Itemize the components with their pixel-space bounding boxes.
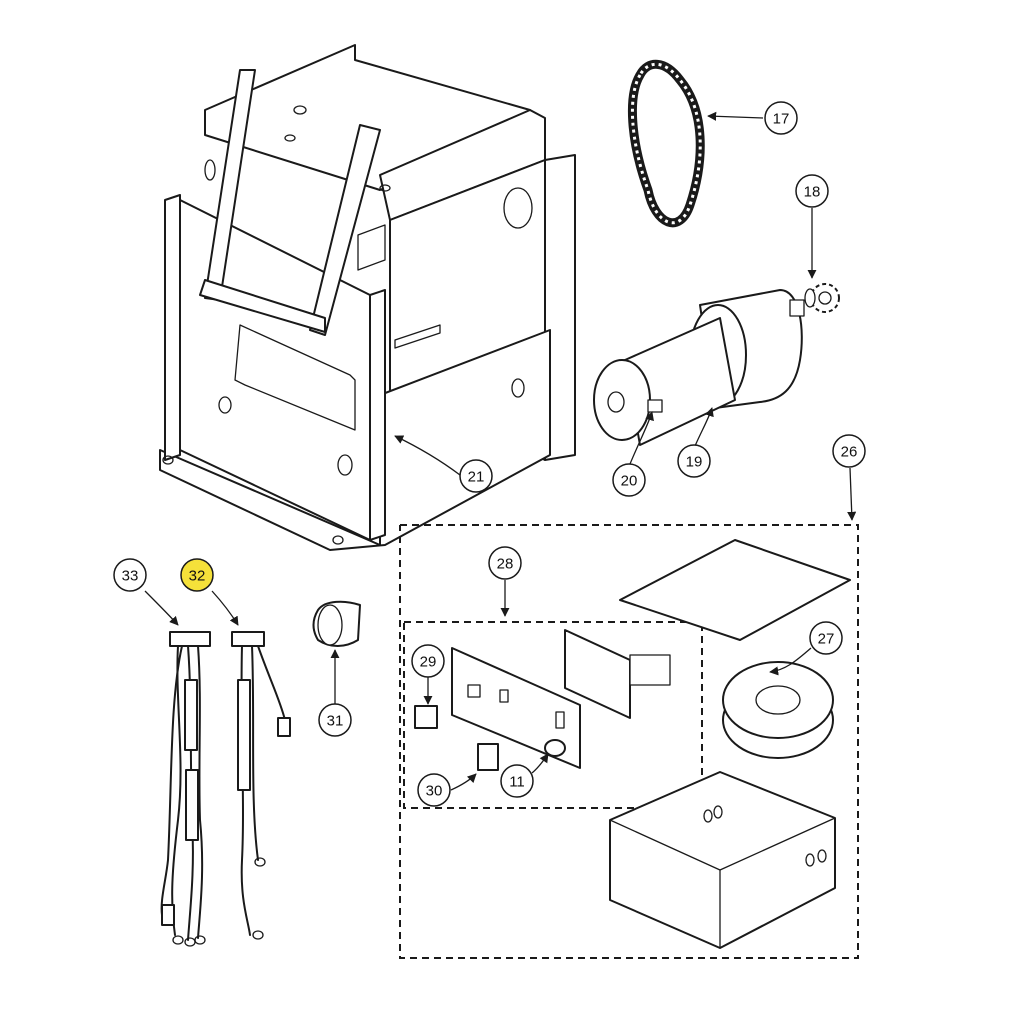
callout-label: 29 [420, 654, 437, 671]
callout-label: 27 [818, 631, 835, 648]
mounting-bracket [312, 600, 361, 647]
callout-label: 28 [497, 556, 514, 573]
callout-label: 26 [841, 444, 858, 461]
callout-label: 11 [509, 774, 525, 791]
callout-27[interactable]: 27 [809, 621, 843, 655]
callout-28[interactable]: 28 [488, 546, 522, 580]
callout-label: 20 [621, 473, 638, 490]
callout-26[interactable]: 26 [832, 434, 866, 468]
callout-29[interactable]: 29 [411, 644, 445, 678]
callout-label: 32 [189, 568, 206, 585]
callout-19[interactable]: 19 [677, 444, 711, 478]
callout-label: 30 [426, 783, 443, 800]
leader-lines [144, 111, 857, 791]
wire-harness-32 [231, 631, 291, 940]
gear-motor [593, 289, 805, 446]
control-box-assembly [399, 524, 859, 959]
callout-21[interactable]: 21 [459, 459, 493, 493]
callout-31[interactable]: 31 [318, 703, 352, 737]
callout-18[interactable]: 18 [795, 174, 829, 208]
sprocket-gear [804, 283, 840, 313]
chassis-frame [159, 44, 576, 551]
callout-label: 19 [686, 454, 703, 471]
callout-label: 17 [773, 111, 790, 128]
callout-20[interactable]: 20 [612, 463, 646, 497]
callout-33[interactable]: 33 [113, 558, 147, 592]
callout-32[interactable]: 32 [180, 558, 214, 592]
callout-11[interactable]: 11 [500, 764, 534, 798]
callout-label: 18 [804, 184, 821, 201]
wire-harness-33 [160, 631, 211, 947]
callout-label: 33 [122, 568, 139, 585]
callout-30[interactable]: 30 [417, 773, 451, 807]
drive-belt [627, 59, 705, 228]
callout-label: 31 [327, 713, 344, 730]
callout-label: 21 [468, 469, 485, 486]
callout-17[interactable]: 17 [764, 101, 798, 135]
